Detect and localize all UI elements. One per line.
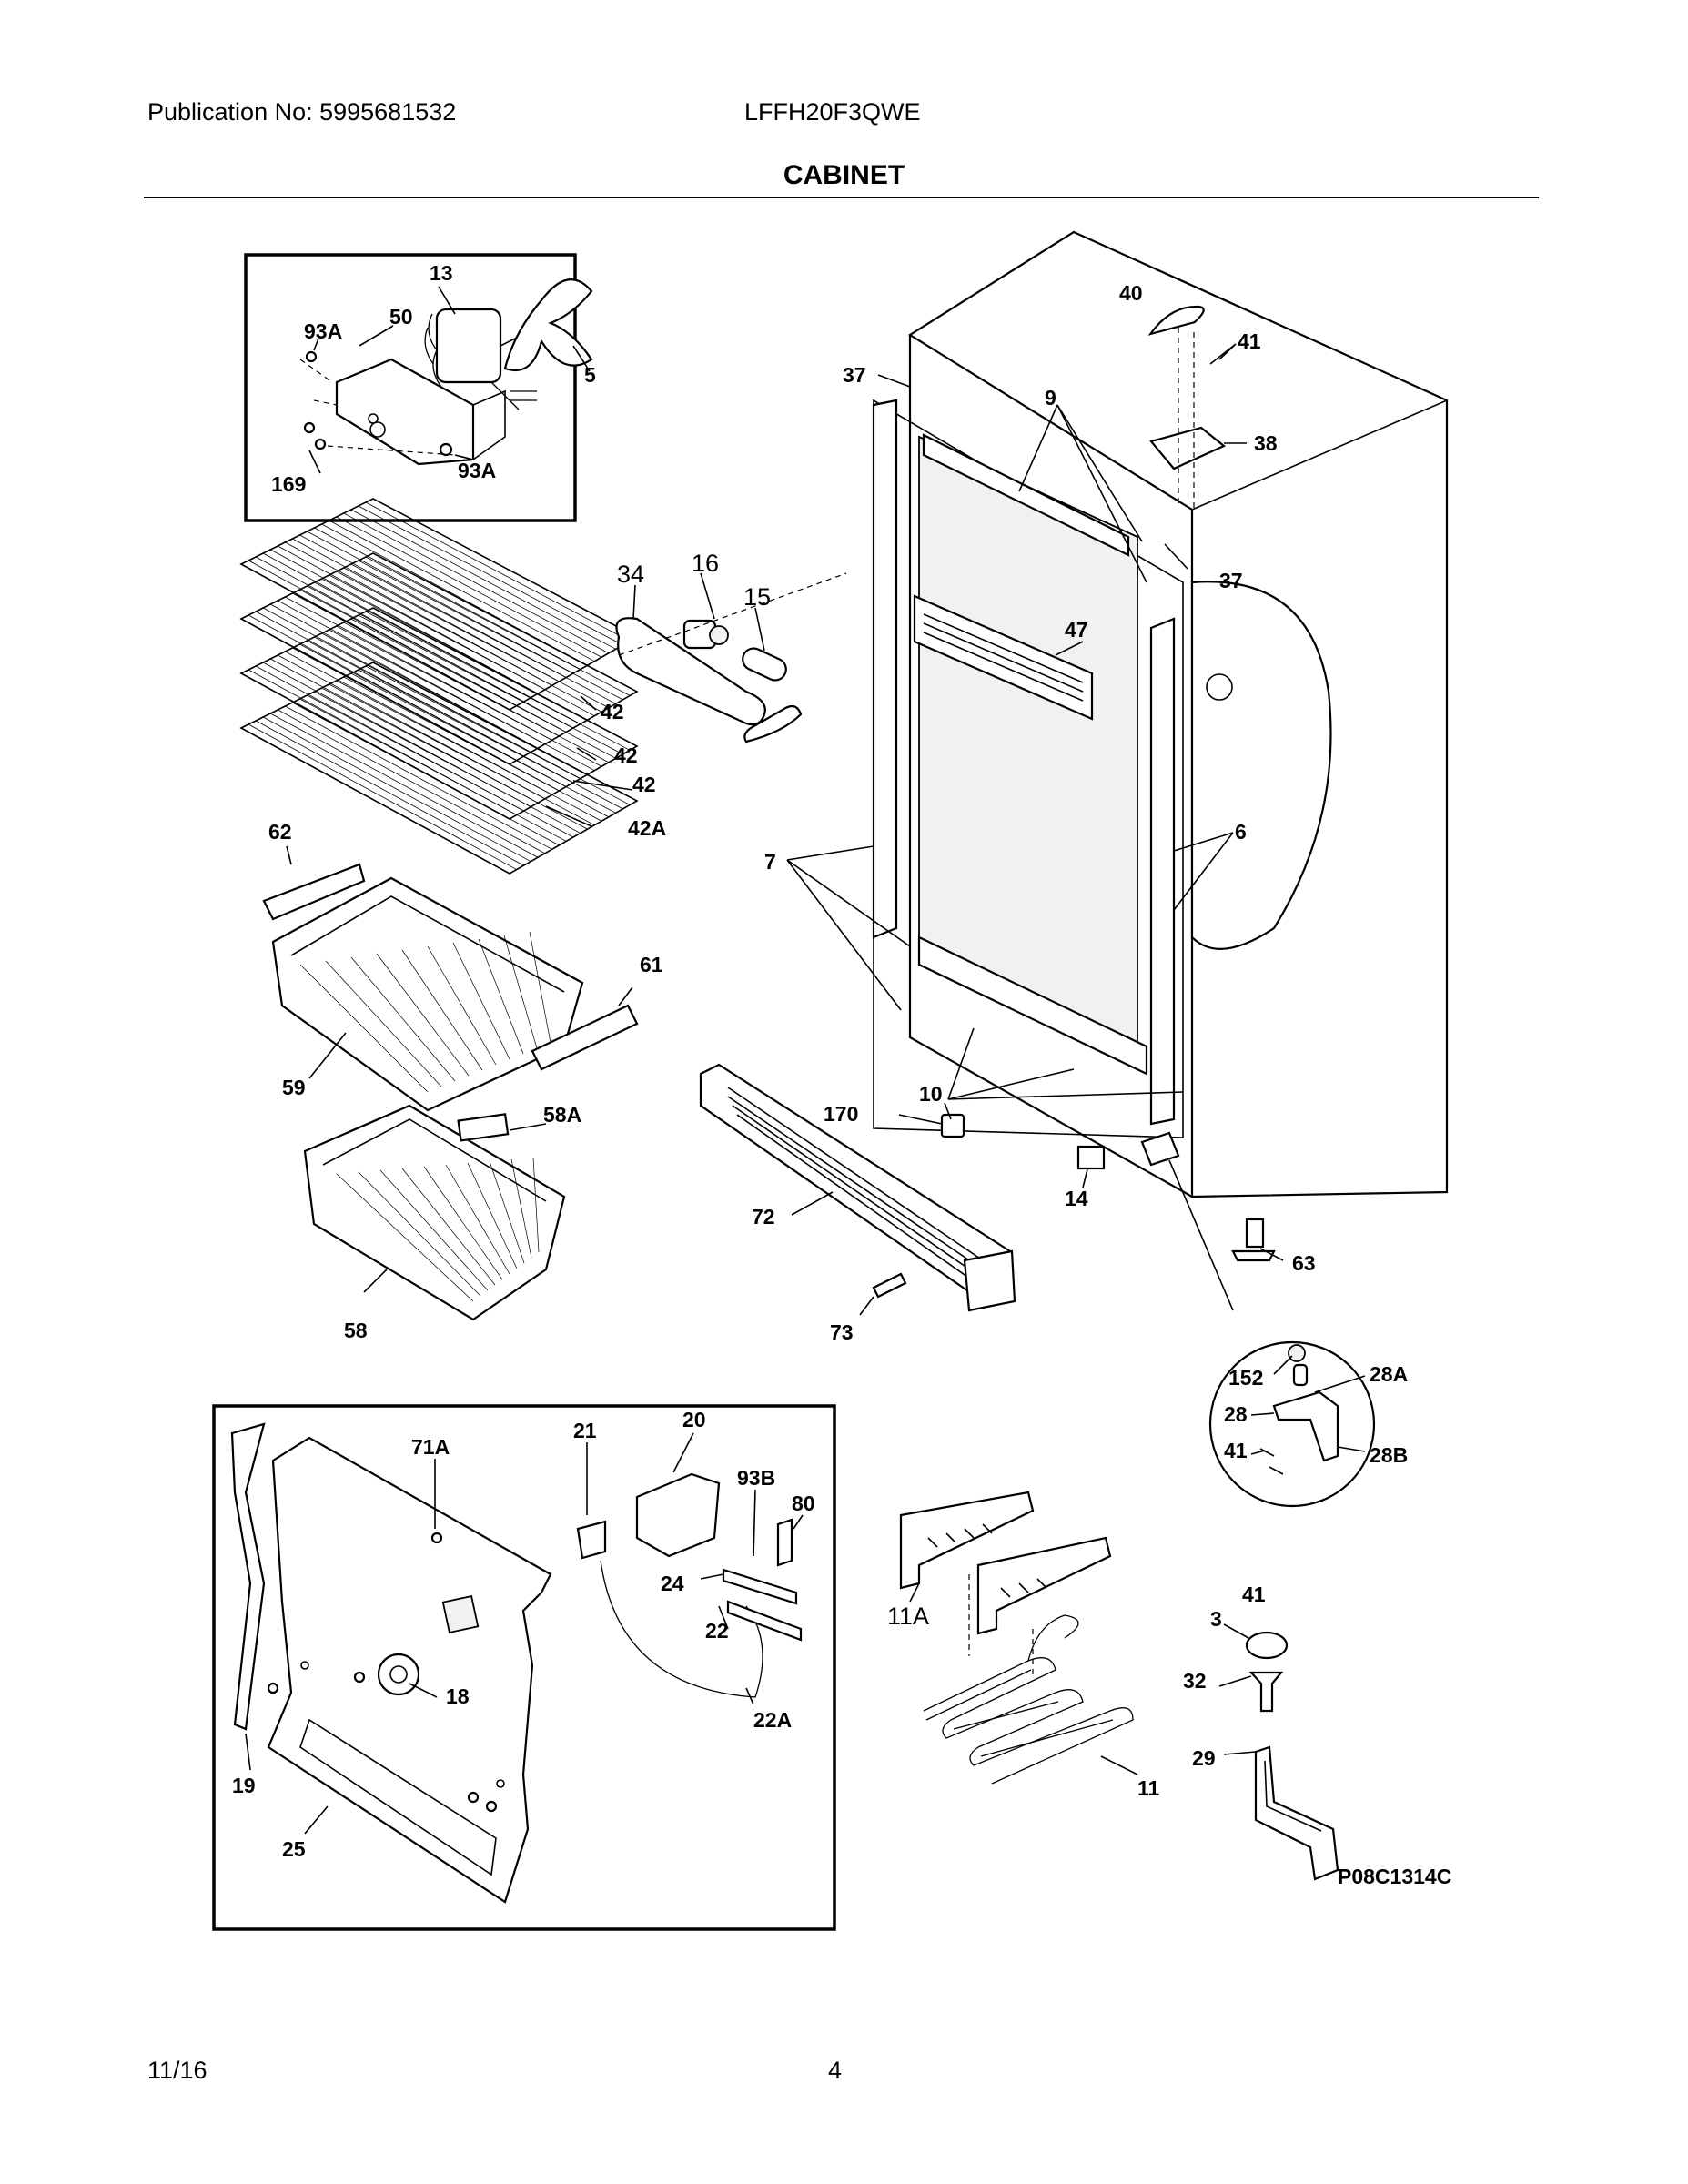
callout-10: 10 (919, 1082, 943, 1106)
callout-38: 38 (1254, 431, 1278, 455)
callout-28B: 28B (1370, 1443, 1408, 1467)
wire-shelves (239, 498, 639, 875)
callout-47: 47 (1065, 618, 1088, 642)
callout-6: 6 (1235, 820, 1247, 844)
callout-80: 80 (792, 1491, 815, 1515)
callout-41-drain: 41 (1242, 1582, 1266, 1606)
callout-71A: 71A (411, 1435, 450, 1459)
light-assembly (615, 572, 847, 743)
callout-50: 50 (389, 305, 413, 329)
model-number: LFFH20F3QWE (744, 98, 921, 126)
section-title: CABINET (783, 160, 905, 190)
callout-42-b: 42 (614, 743, 638, 767)
callout-14: 14 (1065, 1187, 1088, 1210)
hinge-leaders (1250, 1355, 1366, 1455)
callout-11A: 11A (887, 1603, 929, 1630)
hinge-detail-circle (1208, 1340, 1376, 1508)
evaporator-inset-frame (212, 1404, 836, 1931)
callout-41: 41 (1238, 329, 1261, 353)
callout-58A: 58A (543, 1103, 581, 1127)
callout-93A-lower: 93A (458, 459, 496, 482)
evaporator-cover-assembly (230, 1422, 803, 1904)
cabinet-hinge-top (1147, 305, 1227, 510)
callout-13: 13 (430, 261, 453, 285)
callout-169: 169 (271, 472, 306, 496)
fan-inset-leaders (308, 286, 591, 474)
heater-leaders (909, 1582, 1138, 1775)
callout-19: 19 (232, 1774, 256, 1797)
callout-7: 7 (764, 850, 776, 874)
callout-72: 72 (752, 1205, 775, 1228)
diagram-code: P08C1314C (1338, 1865, 1451, 1888)
header-rule (144, 197, 1539, 198)
switch-and-hinge (1076, 1131, 1276, 1311)
callout-42A: 42A (628, 816, 666, 840)
defrost-heater-assembly (899, 1491, 1134, 1785)
basket-leaders (286, 845, 633, 1293)
callout-21: 21 (573, 1419, 597, 1442)
callout-73: 73 (830, 1320, 854, 1344)
shelf-leaders (545, 695, 633, 827)
callout-63: 63 (1292, 1251, 1316, 1275)
drain-leaders (1218, 1623, 1257, 1755)
fan-motor-inset-frame (244, 253, 577, 522)
cabinet-door-gaskets (872, 399, 1176, 1126)
light-leaders (632, 572, 765, 652)
callout-22A: 22A (753, 1708, 792, 1732)
kickplate-grille (699, 1063, 1016, 1312)
callout-170: 170 (824, 1102, 858, 1126)
callout-20: 20 (682, 1408, 706, 1431)
callout-93B: 93B (737, 1466, 775, 1490)
drain-parts (1245, 1631, 1339, 1881)
callout-37: 37 (843, 363, 866, 387)
kickplate-leaders (791, 1102, 1284, 1316)
callout-29: 29 (1192, 1746, 1216, 1770)
callout-18: 18 (446, 1684, 470, 1708)
callout-22: 22 (705, 1619, 729, 1643)
callout-28: 28 (1224, 1402, 1248, 1426)
callout-25: 25 (282, 1837, 306, 1861)
callout-24: 24 (661, 1572, 684, 1595)
callout-34: 34 (617, 561, 644, 588)
callout-15: 15 (743, 583, 771, 611)
callout-61: 61 (640, 953, 663, 976)
callout-59: 59 (282, 1076, 306, 1099)
bottom-hinge-detail (1259, 1344, 1339, 1475)
callout-152: 152 (1228, 1366, 1263, 1390)
callout-32: 32 (1183, 1669, 1207, 1693)
footer-date: 11/16 (147, 2057, 207, 2084)
baskets (262, 863, 639, 1321)
callout-93A: 93A (304, 319, 342, 343)
callout-9: 9 (1045, 386, 1056, 410)
callout-41-hinge: 41 (1224, 1439, 1248, 1462)
callout-11: 11 (1137, 1776, 1160, 1800)
page-number: 4 (828, 2057, 843, 2084)
callout-42: 42 (601, 700, 624, 723)
fan-motor-assembly (299, 278, 593, 466)
callout-28A: 28A (1370, 1362, 1408, 1386)
evaporator-leaders (245, 1432, 804, 1835)
callout-62: 62 (268, 820, 292, 844)
callout-5: 5 (584, 363, 596, 387)
callout-58: 58 (344, 1319, 368, 1342)
callout-42-c: 42 (632, 773, 656, 796)
callout-3: 3 (1210, 1607, 1222, 1631)
callout-37-right: 37 (1219, 569, 1243, 592)
publication-number: Publication No: 5995681532 (147, 98, 457, 126)
callout-40: 40 (1119, 281, 1143, 305)
callout-16: 16 (692, 550, 719, 577)
cabinet-leaders (786, 343, 1247, 1100)
